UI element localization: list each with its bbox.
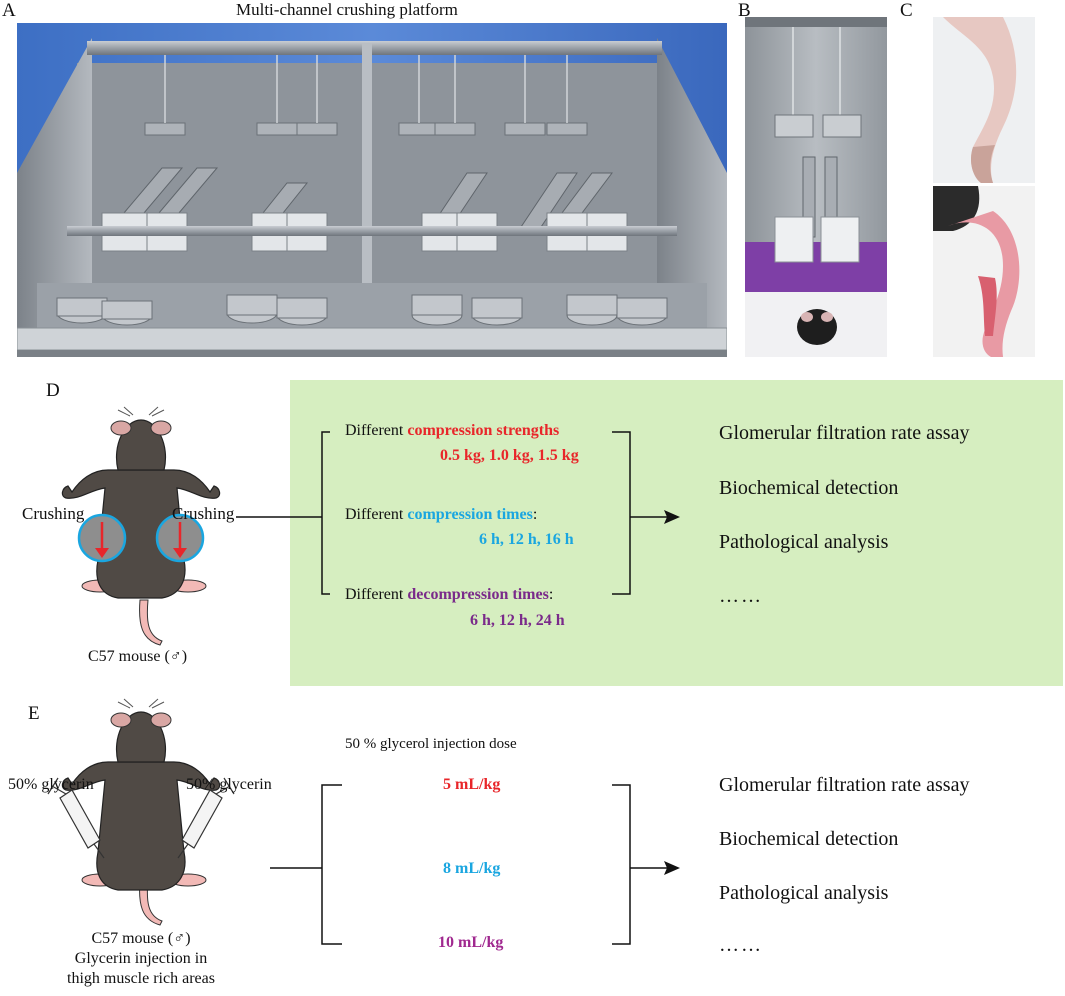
- panel-d-background: [290, 380, 1063, 686]
- leg-photo-after: [933, 186, 1035, 357]
- crushing-platform-photo: [17, 23, 727, 357]
- panel-letter-e: E: [28, 703, 40, 724]
- panel-a-title: Multi-channel crushing platform: [236, 0, 458, 19]
- panel-letter-d: D: [46, 380, 60, 401]
- dose-title: 50 % glycerol injection dose: [345, 736, 517, 752]
- outcome-d-biochemical: Biochemical detection: [719, 477, 899, 499]
- glycerin-label-right: 50% glycerin: [186, 776, 272, 793]
- outcome-d-pathological: Pathological analysis: [719, 531, 889, 553]
- panel-letter-c: C: [900, 0, 913, 21]
- condition-row-compression-time: Different compression times:: [345, 506, 538, 523]
- mouse-e-illustration: [47, 698, 235, 926]
- outcome-e-pathological: Pathological analysis: [719, 882, 889, 904]
- dose-8: 8 mL/kg: [443, 860, 501, 877]
- mouse-e-caption-1: C57 mouse (♂): [91, 930, 191, 947]
- mouse-d-caption: C57 mouse (♂): [88, 648, 188, 665]
- mouse-e-caption-3: thigh muscle rich areas: [67, 970, 215, 987]
- leg-photo-before: [933, 17, 1035, 183]
- mouse-e-caption-2: Glycerin injection in: [74, 950, 208, 967]
- dose-5: 5 mL/kg: [443, 776, 501, 793]
- condition-row-strength: Different compression strengths: [345, 422, 560, 439]
- panel-letter-a: A: [2, 0, 16, 21]
- glycerin-label-left: 50% glycerin: [8, 776, 94, 793]
- outcome-e-gfr: Glomerular filtration rate assay: [719, 774, 970, 796]
- outcome-e-ellipsis: ……: [719, 934, 763, 956]
- crushing-label-left: Crushing: [22, 504, 85, 523]
- outcome-e-biochemical: Biochemical detection: [719, 828, 899, 850]
- compression-time-values: 6 h, 12 h, 16 h: [479, 531, 574, 548]
- condition-row-decompression-time: Different decompression times:: [345, 586, 554, 603]
- strength-values: 0.5 kg, 1.0 kg, 1.5 kg: [440, 447, 579, 464]
- decompression-time-values: 6 h, 12 h, 24 h: [470, 612, 565, 629]
- mouse-d-illustration: [61, 406, 221, 646]
- single-channel-photo: [745, 17, 887, 357]
- crushing-label-right: Crushing: [172, 504, 235, 523]
- panel-letter-b: B: [738, 0, 751, 21]
- outcome-d-ellipsis: ……: [719, 585, 763, 607]
- dose-10: 10 mL/kg: [438, 934, 504, 951]
- outcome-d-gfr: Glomerular filtration rate assay: [719, 422, 970, 444]
